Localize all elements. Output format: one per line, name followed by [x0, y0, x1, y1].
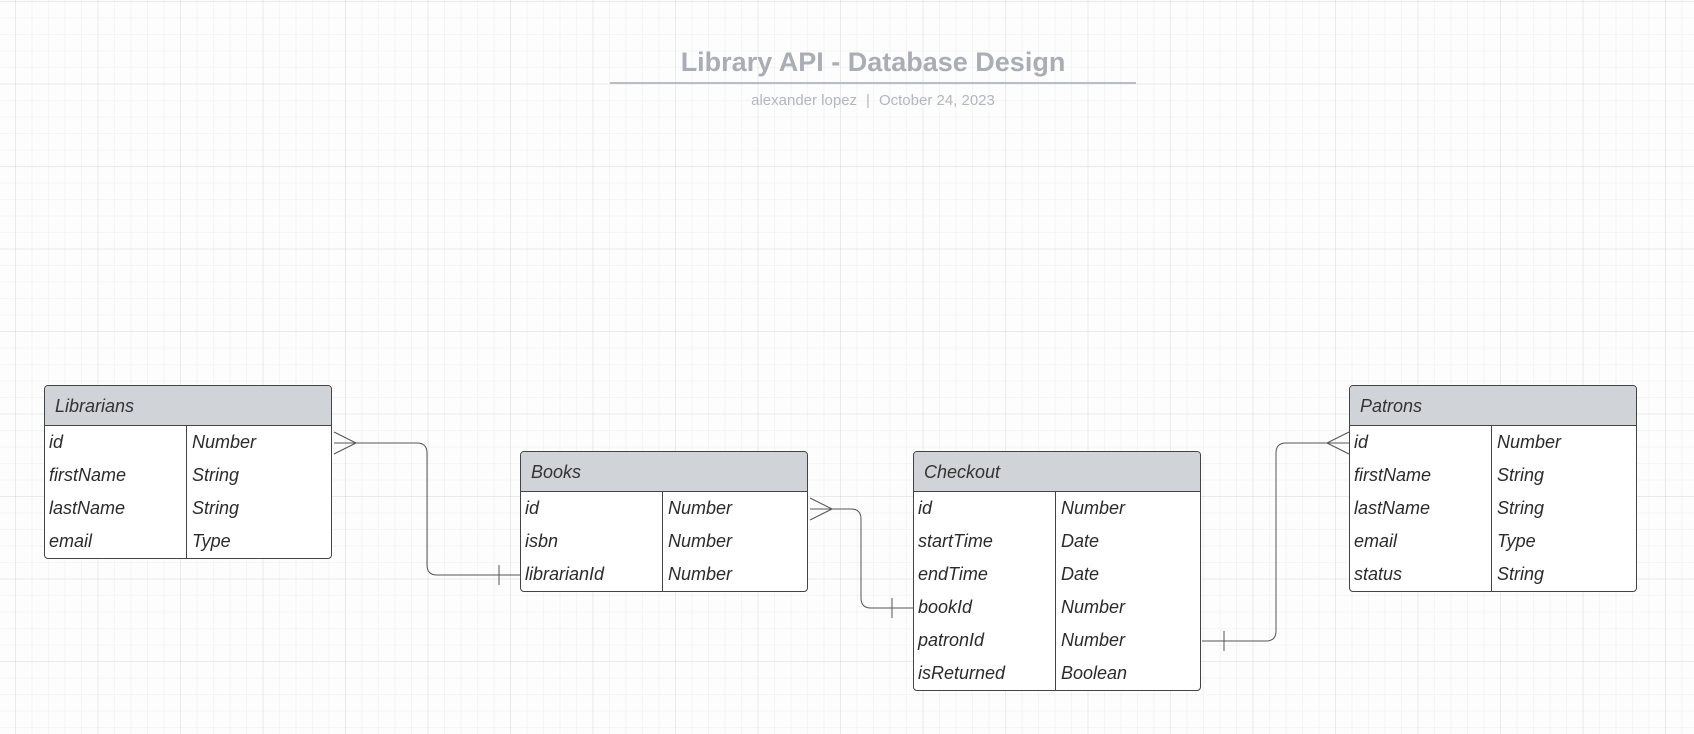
field-name: firstName: [45, 459, 187, 492]
field-type: Type: [1497, 531, 1536, 551]
field-type: Number: [668, 564, 733, 584]
field-name: email: [1350, 525, 1492, 558]
connector-librarians-books: [334, 442, 520, 576]
field-type: Number: [668, 531, 733, 551]
diagram-date: October 24, 2023: [878, 92, 995, 109]
field-name: endTime: [914, 558, 1056, 591]
field-type: Number: [668, 498, 733, 518]
crowfoot-books-many: [809, 497, 833, 521]
field-name: email: [45, 525, 187, 558]
entity-header: Books: [521, 452, 807, 492]
field-name: lastName: [45, 492, 187, 525]
field-name: id: [521, 492, 663, 525]
field-name: lastName: [1350, 492, 1492, 525]
field-type: String: [192, 465, 240, 485]
author-name: alexander lopez: [751, 92, 858, 109]
field-name: id: [914, 492, 1056, 525]
field-type: Number: [1061, 597, 1126, 617]
diagram-title-block: Library API - Database Design alexander …: [610, 44, 1136, 110]
entity-header: Patrons: [1350, 386, 1636, 426]
field-type: Date: [1061, 564, 1100, 584]
field-name: startTime: [914, 525, 1056, 558]
field-type: Boolean: [1061, 663, 1128, 683]
subtitle-separator: |: [866, 92, 870, 109]
connector-books-checkout: [810, 508, 913, 609]
field-name: id: [1350, 426, 1492, 459]
field-type: Date: [1061, 531, 1100, 551]
field-name: bookId: [914, 591, 1056, 624]
field-type: Type: [192, 531, 231, 551]
field-type: String: [1497, 564, 1545, 584]
entity-header: Checkout: [914, 452, 1200, 492]
field-name: patronId: [914, 624, 1056, 657]
field-name: isbn: [521, 525, 663, 558]
field-type: String: [1497, 465, 1545, 485]
field-name: librarianId: [521, 558, 663, 591]
field-type: String: [1497, 498, 1545, 518]
field-name: status: [1350, 558, 1492, 591]
crowfoot-patrons-many: [1326, 431, 1350, 455]
diagram-subtitle: alexander lopez | October 24, 2023: [610, 92, 1136, 110]
field-type: Number: [1497, 432, 1562, 452]
field-type: Number: [1061, 498, 1126, 518]
diagram-title: Library API - Database Design: [680, 47, 1066, 77]
entity-header: Librarians: [45, 386, 331, 426]
field-name: isReturned: [914, 657, 1056, 690]
field-name: id: [45, 426, 187, 459]
crowfoot-librarians-many: [333, 431, 357, 455]
field-type: Number: [192, 432, 257, 452]
connector-checkout-patrons: [1202, 442, 1349, 642]
field-type: String: [192, 498, 240, 518]
field-type: Number: [1061, 630, 1126, 650]
title-underline: [610, 82, 1136, 84]
field-name: firstName: [1350, 459, 1492, 492]
